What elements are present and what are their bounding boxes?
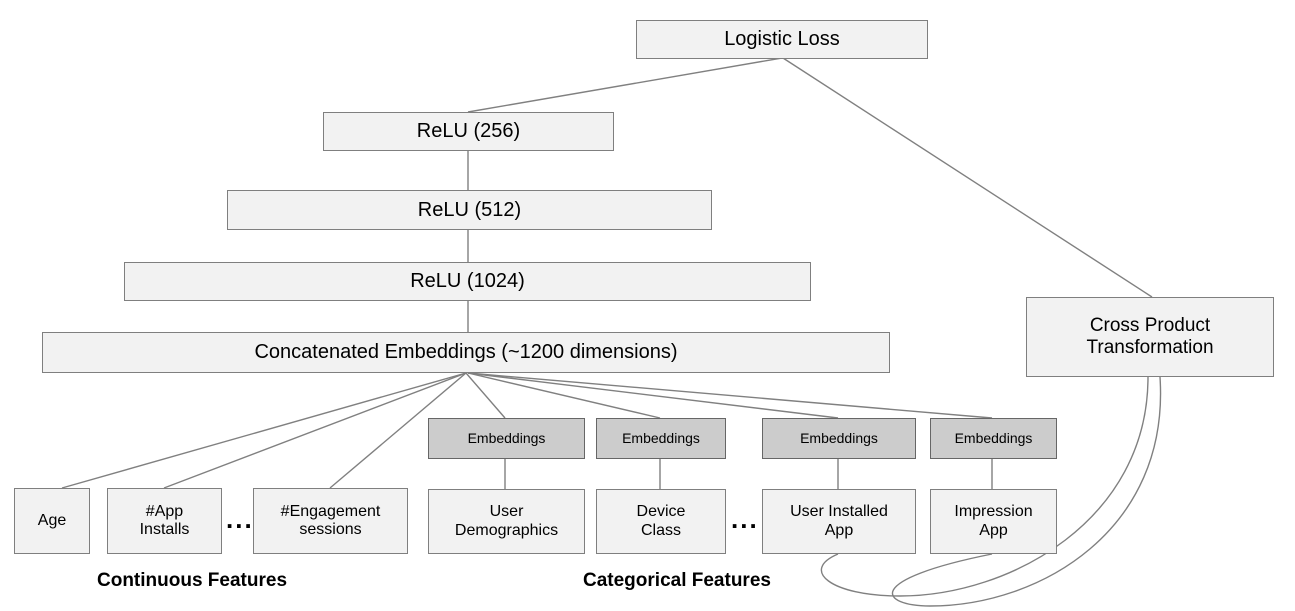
node-relu-512[interactable]: ReLU (512)	[227, 190, 712, 230]
node-embeddings-1-label: Embeddings	[467, 430, 546, 447]
node-concatenated-embeddings-label: Concatenated Embeddings (~1200 dimension…	[254, 341, 678, 363]
edge-concat-to-embeddings-4	[467, 372, 993, 419]
node-relu-1024[interactable]: ReLU (1024)	[124, 262, 811, 301]
node-relu-1024-label: ReLU (1024)	[410, 270, 525, 292]
node-logistic-loss[interactable]: Logistic Loss	[636, 20, 928, 59]
node-feature-app-installs-label: #App Installs	[139, 502, 190, 538]
node-feature-app-installs[interactable]: #App Installs	[107, 488, 222, 554]
node-cross-product-transformation[interactable]: Cross Product Transformation	[1026, 297, 1274, 377]
node-cross-product-transformation-label: Cross Product Transformation	[1086, 315, 1214, 358]
node-feature-user-demographics-label: User Demographics	[454, 503, 559, 539]
ellipsis-categorical: ...	[731, 504, 759, 534]
edge-concat-to-app-installs	[163, 372, 467, 489]
node-relu-256[interactable]: ReLU (256)	[323, 112, 614, 151]
edge-concat-to-embeddings-2	[467, 372, 661, 419]
node-feature-user-demographics[interactable]: User Demographics	[428, 489, 585, 554]
edge-loss-to-cross-product	[782, 57, 1153, 298]
node-embeddings-1[interactable]: Embeddings	[428, 418, 585, 459]
node-feature-user-installed-app-label: User Installed App	[790, 503, 888, 539]
node-feature-age[interactable]: Age	[14, 488, 90, 554]
node-feature-engagement-sessions-label: #Engagement sessions	[280, 502, 381, 538]
node-relu-256-label: ReLU (256)	[416, 120, 521, 142]
edge-cross-product-to-user-installed-app	[820, 376, 1149, 597]
caption-categorical-features: Categorical Features	[583, 570, 771, 591]
node-feature-user-installed-app[interactable]: User Installed App	[762, 489, 916, 554]
node-feature-device-class-label: Device Class	[636, 503, 686, 539]
caption-continuous-features: Continuous Features	[97, 570, 288, 591]
node-embeddings-3-label: Embeddings	[800, 430, 878, 447]
node-relu-512-label: ReLU (512)	[417, 198, 522, 221]
node-logistic-loss-label: Logistic Loss	[724, 28, 840, 50]
node-feature-engagement-sessions[interactable]: #Engagement sessions	[253, 488, 408, 554]
node-embeddings-2-label: Embeddings	[622, 430, 700, 447]
node-embeddings-2[interactable]: Embeddings	[596, 418, 726, 459]
node-feature-impression-app-label: Impression App	[954, 503, 1033, 539]
node-feature-device-class[interactable]: Device Class	[596, 489, 726, 554]
node-concatenated-embeddings[interactable]: Concatenated Embeddings (~1200 dimension…	[42, 332, 890, 373]
node-feature-impression-app[interactable]: Impression App	[930, 489, 1057, 554]
node-embeddings-4[interactable]: Embeddings	[930, 418, 1057, 459]
node-embeddings-3[interactable]: Embeddings	[762, 418, 916, 459]
edge-concat-to-embeddings-3	[467, 372, 839, 419]
edge-loss-to-relu256	[467, 57, 783, 113]
node-embeddings-4-label: Embeddings	[954, 430, 1033, 447]
edge-concat-to-embeddings-1	[465, 372, 506, 419]
ellipsis-continuous: ...	[226, 504, 254, 534]
edge-concat-to-age	[61, 372, 467, 489]
node-feature-age-label: Age	[37, 511, 67, 529]
